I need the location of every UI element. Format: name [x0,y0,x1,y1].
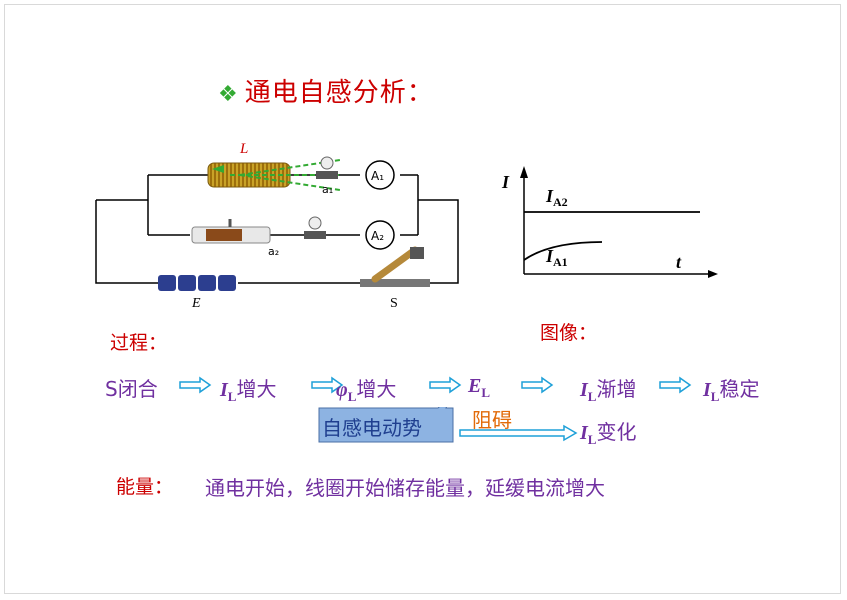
battery-icon [158,275,236,291]
energy-text: 通电开始，线圈开始储存能量，延缓电流增大 [205,476,605,500]
flux-increase-text: φL增大 [336,377,397,404]
image-label: 图像： [540,322,598,344]
lamp-a1-icon [316,156,338,179]
arrow-icon [429,376,462,394]
inductor-label: L [239,141,248,157]
slide-title: ❖通电自感分析： [218,78,434,108]
battery-label: E [191,296,201,310]
arrow-icon [659,376,692,394]
self-emf-callout [318,407,454,443]
il-increase-text: IL增大 [220,377,277,404]
self-emf-text: 自感电动势 [322,416,422,440]
ammeter-a1-icon [365,160,395,190]
diamond-bullet-icon: ❖ [218,82,239,107]
current-time-graph: I t IA2 IA1 [501,166,718,278]
il-gradual-text: IL渐增 [580,377,637,404]
s-closed-text: S闭合 [105,377,158,401]
arrow-icon [179,376,212,394]
y-axis-label: I [501,172,510,192]
ia1-label: IA1 [545,246,568,269]
lamp-a1-label: a₁ [322,183,333,196]
ammeter-a2-label: A₂ [371,229,384,243]
hinder-text: 阻碍 [472,408,512,432]
arrow-icon [311,376,344,394]
ammeter-a1-label: A₁ [371,169,384,183]
switch-icon [360,246,430,287]
lamp-a2-label: a₂ [268,245,279,258]
ia2-label: IA2 [545,186,568,209]
energy-label: 能量： [116,476,174,498]
x-axis-label: t [676,252,682,272]
il-change-text: IL变化 [580,420,637,447]
il-stable-text: IL稳定 [703,377,760,404]
ia1-curve [523,241,603,261]
slide-frame [4,4,841,594]
long-arrow-icon [459,424,578,442]
emf-el-text: EL [468,375,491,400]
lamp-a2-icon [304,216,326,239]
circuit-diagram: L a₁ A₁ a₂ A₂ E S [95,141,459,310]
arrow-icon [521,376,554,394]
ammeter-a2-icon [365,220,395,250]
process-label: 过程： [110,332,168,354]
switch-label: S [390,296,398,310]
rheostat-icon [191,219,271,244]
